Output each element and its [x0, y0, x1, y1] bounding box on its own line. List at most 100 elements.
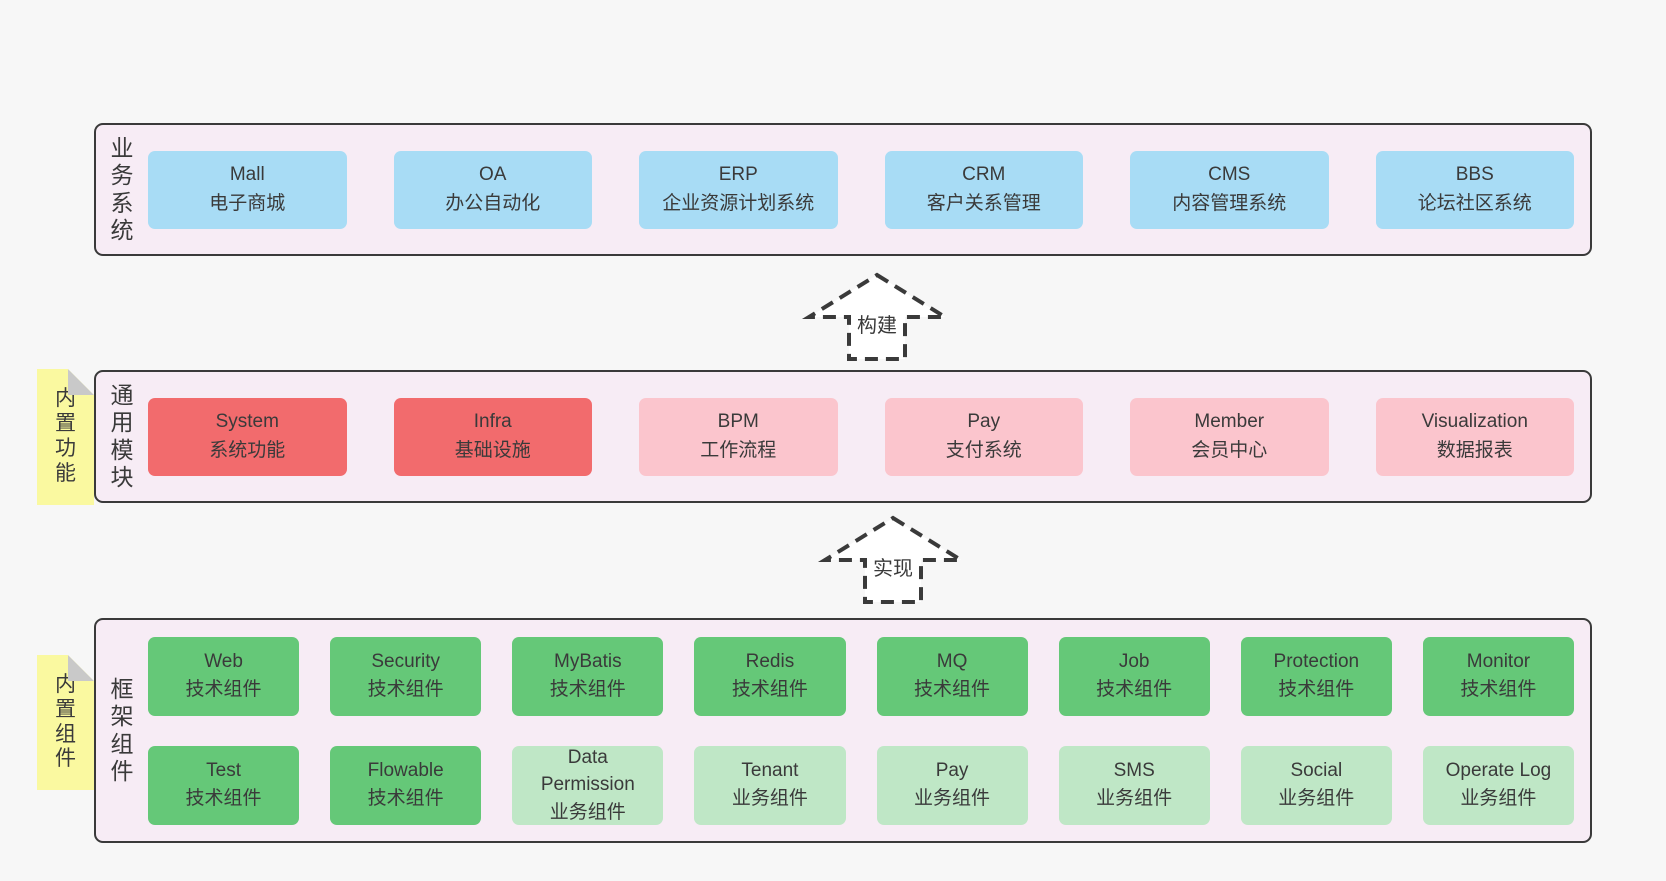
business-systems-panel: 业务系统 Mall 电子商城 OA 办公自动化 ERP 企业资源计划系统 CRM…	[94, 123, 1592, 256]
card-en-label: BPM	[717, 411, 759, 432]
card-bbs: BBS 论坛社区系统	[1375, 150, 1574, 229]
card-social: Social 业务组件	[1240, 745, 1392, 825]
card-en-label: Tenant	[741, 760, 799, 782]
sticky-tab-builtin-components: 内置组件	[37, 655, 94, 790]
card-en-label: CRM	[962, 164, 1006, 185]
component-cards-grid: Web 技术组件 Security 技术组件 MyBatis 技术组件 Redi…	[148, 620, 1590, 841]
card-crm: CRM 客户关系管理	[884, 150, 1083, 229]
sticky-tab-label: 内置功能	[55, 387, 76, 485]
card-zh-label: 技术组件	[367, 679, 444, 700]
card-pay: Pay 支付系统	[884, 397, 1083, 476]
card-data-permission: Data Permission 业务组件	[512, 745, 664, 825]
framework-components-panel: 框架组件 Web 技术组件 Security 技术组件 MyBatis 技术组件…	[94, 618, 1592, 843]
card-zh-label: 技术组件	[367, 788, 444, 809]
module-cards-row: System 系统功能 Infra 基础设施 BPM 工作流程 Pay 支付系统…	[148, 372, 1590, 501]
card-zh-label: 技术组件	[1096, 679, 1173, 700]
card-job: Job 技术组件	[1058, 636, 1210, 716]
card-system: System 系统功能	[148, 397, 347, 476]
panel-title-text: 通用模块	[110, 382, 134, 490]
card-en-label: Test	[206, 760, 241, 782]
card-en-label: Infra	[473, 411, 512, 432]
arrow-label: 构建	[854, 309, 900, 338]
card-zh-label: 技术组件	[1460, 679, 1537, 700]
common-modules-panel: 通用模块 System 系统功能 Infra 基础设施 BPM 工作流程 Pay…	[94, 370, 1592, 503]
sticky-tab-builtin-features: 内置功能	[37, 369, 94, 505]
card-pay-component: Pay 业务组件	[876, 745, 1028, 825]
card-en-label: Pay	[967, 411, 1001, 432]
card-zh-label: 内容管理系统	[1172, 192, 1287, 214]
card-en-label: MyBatis	[554, 651, 622, 673]
card-en-label: System	[215, 411, 279, 432]
card-zh-label: 技术组件	[914, 679, 991, 700]
folded-corner-icon	[68, 655, 94, 681]
folded-corner-icon	[68, 369, 94, 395]
card-test: Test 技术组件	[148, 745, 300, 825]
sticky-tab-label: 内置组件	[55, 672, 76, 771]
card-en-label: Mall	[229, 164, 265, 185]
card-en-label: Web	[204, 651, 243, 673]
card-monitor: Monitor 技术组件	[1422, 636, 1574, 716]
panel-title: 框架组件	[96, 620, 148, 841]
card-en-label: BBS	[1455, 164, 1494, 185]
card-erp: ERP 企业资源计划系统	[639, 150, 838, 229]
arrow-label: 实现	[870, 552, 916, 581]
card-zh-label: 业务组件	[731, 788, 808, 809]
card-tenant: Tenant 业务组件	[694, 745, 846, 825]
card-sms: SMS 业务组件	[1058, 745, 1210, 825]
card-en-label: SMS	[1113, 760, 1155, 782]
card-en-label: CMS	[1208, 164, 1251, 185]
card-zh-label: 企业资源计划系统	[662, 192, 815, 214]
card-en-label: OA	[479, 164, 507, 185]
card-zh-label: 会员中心	[1191, 439, 1268, 461]
card-zh-label: 支付系统	[945, 439, 1022, 461]
card-zh-label: 技术组件	[1278, 679, 1355, 700]
card-zh-label: 技术组件	[549, 679, 626, 700]
component-row-1: Web 技术组件 Security 技术组件 MyBatis 技术组件 Redi…	[148, 636, 1574, 716]
card-en-label: Operate Log	[1445, 760, 1552, 782]
card-en-label: Visualization	[1421, 411, 1528, 432]
card-zh-label: 业务组件	[914, 788, 991, 809]
panel-title-text: 业务系统	[110, 135, 134, 243]
card-en-label: Data Permission	[540, 746, 635, 796]
panel-title: 业务系统	[96, 125, 148, 254]
card-cms: CMS 内容管理系统	[1130, 150, 1329, 229]
card-zh-label: 业务组件	[1278, 788, 1355, 809]
component-row-2: Test 技术组件 Flowable 技术组件 Data Permission …	[148, 745, 1574, 825]
card-zh-label: 业务组件	[1460, 788, 1537, 809]
business-cards-row: Mall 电子商城 OA 办公自动化 ERP 企业资源计划系统 CRM 客户关系…	[148, 125, 1590, 254]
card-zh-label: 论坛社区系统	[1417, 192, 1532, 214]
card-oa: OA 办公自动化	[393, 150, 592, 229]
card-protection: Protection 技术组件	[1240, 636, 1392, 716]
card-zh-label: 技术组件	[185, 679, 262, 700]
card-mq: MQ 技术组件	[876, 636, 1028, 716]
card-zh-label: 基础设施	[454, 439, 531, 461]
card-en-label: Monitor	[1466, 651, 1531, 673]
implement-arrow: 实现	[817, 512, 969, 607]
card-zh-label: 业务组件	[1096, 788, 1173, 809]
card-en-label: Job	[1118, 651, 1150, 673]
card-mall: Mall 电子商城	[148, 150, 347, 229]
card-zh-label: 技术组件	[731, 679, 808, 700]
card-zh-label: 系统功能	[209, 439, 286, 461]
card-flowable: Flowable 技术组件	[330, 745, 482, 825]
card-visualization: Visualization 数据报表	[1375, 397, 1574, 476]
card-operate-log: Operate Log 业务组件	[1422, 745, 1574, 825]
card-bpm: BPM 工作流程	[639, 397, 838, 476]
card-zh-label: 电子商城	[209, 192, 286, 214]
card-zh-label: 客户关系管理	[926, 192, 1041, 214]
card-en-label: Protection	[1273, 651, 1360, 673]
card-en-label: MQ	[936, 651, 968, 673]
card-en-label: Pay	[935, 760, 969, 782]
panel-title: 通用模块	[96, 372, 148, 501]
card-en-label: ERP	[718, 164, 758, 185]
panel-title-text: 框架组件	[110, 676, 134, 784]
card-en-label: Security	[371, 651, 440, 673]
card-infra: Infra 基础设施	[393, 397, 592, 476]
card-en-label: Flowable	[367, 760, 444, 782]
card-redis: Redis 技术组件	[694, 636, 846, 716]
card-mybatis: MyBatis 技术组件	[512, 636, 664, 716]
card-zh-label: 工作流程	[700, 439, 777, 461]
card-security: Security 技术组件	[330, 636, 482, 716]
card-en-label: Member	[1194, 411, 1265, 432]
